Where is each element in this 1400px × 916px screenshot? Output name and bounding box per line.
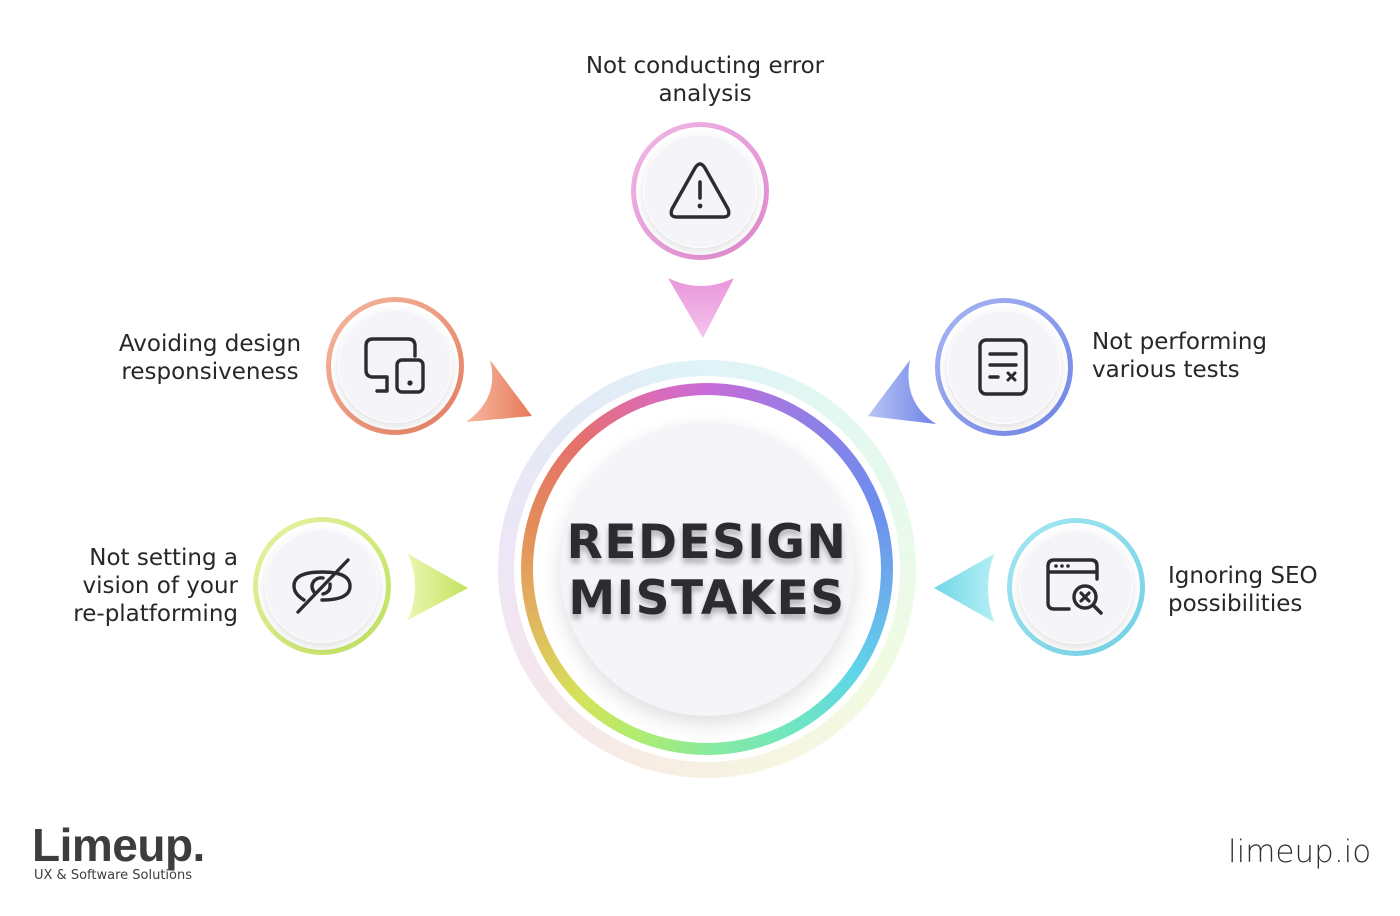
node-responsiveness [326,297,464,435]
arrow-down-error-analysis [668,278,734,338]
responsive-devices-icon [364,337,425,394]
node-error-analysis [631,122,769,260]
label-tests: Not performing various tests [1092,329,1268,383]
node-seo [1007,518,1145,656]
arrow-right-responsiveness [466,360,532,422]
label-responsiveness: Avoiding design responsiveness [118,331,302,385]
label-seo: Ignoring SEO possibilities [1168,563,1318,617]
limeup-logo: Limeup. [32,819,205,871]
test-document-icon [978,338,1028,396]
arrow-left-seo [934,554,994,622]
arrow-left-tests [868,360,936,424]
node-inner [643,134,757,248]
site-url[interactable]: limeup.io [1228,834,1372,870]
node-inner [265,529,379,643]
eye-off-icon [292,558,352,614]
logo-tagline: UX & Software Solutions [34,868,192,883]
label-vision: Not setting a vision of your re-platform… [73,545,238,627]
node-tests [935,298,1073,436]
arrow-right-vision [408,554,468,620]
node-inner [338,309,452,423]
node-inner [947,310,1061,424]
label-error-analysis: Not conducting error analysis [585,53,825,107]
browser-search-error-icon [1046,558,1103,615]
center-title: REDESIGN MISTAKES [566,515,848,626]
center-disc [560,422,854,716]
node-inner [1019,530,1133,644]
node-vision [253,517,391,655]
warning-triangle-icon [669,162,731,219]
